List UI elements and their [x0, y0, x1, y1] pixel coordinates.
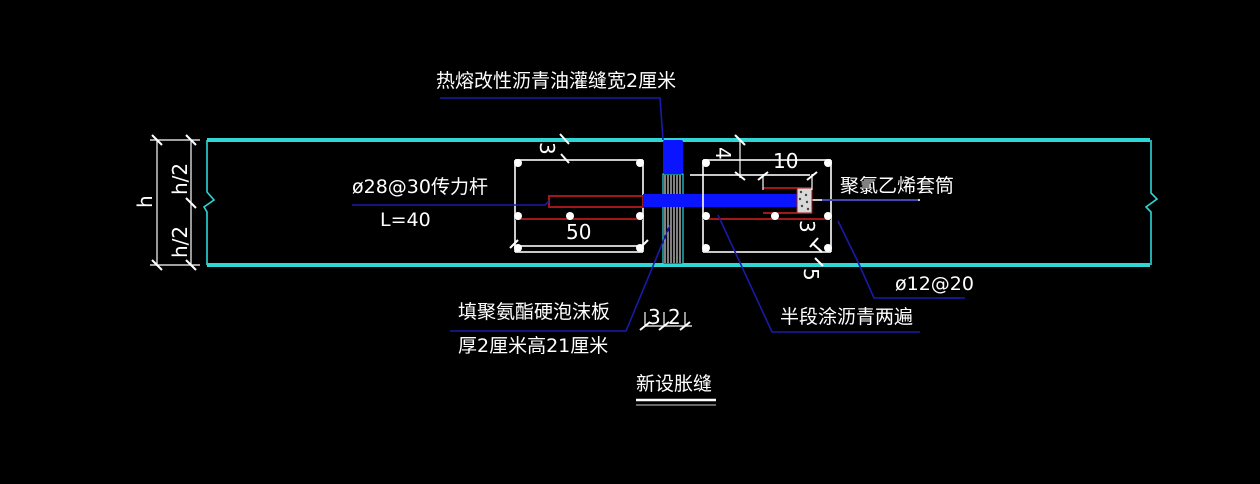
- pvc-sleeve: [796, 187, 813, 214]
- dim-right-offset: 5: [799, 268, 823, 281]
- joint-filler: [643, 140, 797, 265]
- label-dowel-spec: ø28@30传力杆: [352, 176, 488, 198]
- dim-left-length: 50: [566, 220, 591, 244]
- dim-half-bottom: h/2: [168, 226, 192, 258]
- annotations: 热熔改性沥青油灌缝宽2厘米 ø28@30传力杆 L=40 聚氯乙烯套筒 ø12@…: [352, 70, 974, 406]
- label-rebar-spec: ø12@20: [895, 273, 974, 295]
- label-half-asphalt: 半段涂沥青两遍: [780, 306, 913, 328]
- dim-right-cover: 4: [711, 147, 735, 160]
- sealant-block: [663, 140, 683, 174]
- label-sealant: 热熔改性沥青油灌缝宽2厘米: [436, 70, 676, 92]
- leader-lines: [352, 97, 965, 333]
- dim-sleeve-length: 10: [773, 149, 798, 173]
- label-dowel-length: L=40: [380, 209, 431, 231]
- dim-joint-a: 3: [648, 305, 661, 329]
- dim-joint-b: 2: [668, 305, 681, 329]
- label-pvc-sleeve: 聚氯乙烯套筒: [840, 175, 954, 197]
- drawing-title: 新设胀缝: [636, 373, 712, 395]
- left-rebar-cage: 3 50: [509, 133, 649, 253]
- joint-dimension: 3 2: [639, 305, 692, 331]
- dim-left-cover: 3: [535, 142, 559, 155]
- label-filler-line2: 厚2厘米高21厘米: [458, 335, 608, 357]
- dowel-bar: [643, 194, 797, 207]
- dim-right-cover-bottom: 3: [795, 220, 819, 233]
- dim-h: h: [133, 195, 157, 208]
- label-filler-line1: 填聚氨酯硬泡沫板: [458, 301, 610, 323]
- dim-half-top: h/2: [168, 163, 192, 195]
- height-dimensions: h h/2 h/2: [133, 134, 200, 271]
- right-rebar-cage: 4 10 3 5: [690, 134, 920, 281]
